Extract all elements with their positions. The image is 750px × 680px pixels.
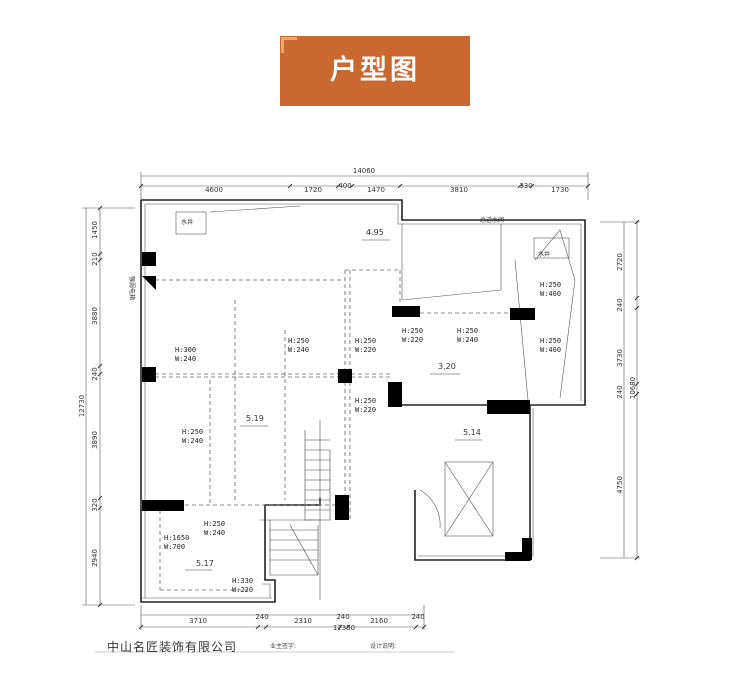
opening-4-h: H:250 bbox=[402, 327, 423, 335]
opening-3-h: H:250 bbox=[355, 337, 376, 345]
shaft-left-label: 水井 bbox=[181, 218, 193, 226]
opening-10-w: W:240 bbox=[204, 529, 225, 537]
opening-10-h: H:250 bbox=[204, 520, 225, 528]
dim-left-seg-3: 3880 bbox=[91, 307, 99, 325]
opening-8-w: W:220 bbox=[355, 406, 376, 414]
dim-top-seg-4: 1470 bbox=[367, 186, 385, 194]
dim-bottom-seg-5: 2160 bbox=[370, 617, 388, 625]
dim-top-seg-6: 330 bbox=[519, 182, 532, 190]
opening-1-h: H:300 bbox=[175, 346, 196, 354]
banner-corner-decoration bbox=[281, 37, 297, 53]
dim-left-seg-1: 1450 bbox=[91, 221, 99, 239]
opening-9-w: W:240 bbox=[182, 437, 203, 445]
dim-left-total: 12730 bbox=[78, 395, 86, 417]
company-name: 中山名匠装饰有限公司 bbox=[107, 640, 238, 654]
title-banner bbox=[280, 36, 470, 106]
designer-notes-label: 设计说明: bbox=[370, 643, 397, 650]
owner-signature-label: 业主签字: bbox=[270, 643, 297, 650]
main-valve-note: 总进水阀 bbox=[480, 216, 504, 224]
dim-left-seg-7: 2940 bbox=[91, 549, 99, 567]
opening-12-h: H:330 bbox=[232, 577, 253, 585]
opening-7-h: H:250 bbox=[540, 337, 561, 345]
electrical-box-note: 强弱电箱 bbox=[128, 276, 136, 300]
dim-bottom-seg-3: 2310 bbox=[294, 617, 312, 625]
dim-left-seg-6: 320 bbox=[91, 498, 99, 511]
opening-5-w: W:240 bbox=[457, 336, 478, 344]
dim-left-seg-2: 210 bbox=[91, 252, 99, 265]
dim-top-seg-2: 1720 bbox=[304, 186, 322, 194]
dim-right-seg-1: 2720 bbox=[616, 253, 624, 271]
opening-1-w: W:240 bbox=[175, 355, 196, 363]
elevation-bottom-left: 5.17 bbox=[196, 559, 214, 568]
dim-bottom-seg-6: 240 bbox=[411, 613, 424, 621]
dim-right-seg-3: 3730 bbox=[616, 349, 624, 367]
elevation-top: 4.95 bbox=[366, 228, 384, 237]
dim-bottom-seg-4: 240 bbox=[336, 613, 349, 621]
shaft-right-label: 水井 bbox=[538, 250, 550, 258]
dim-right-seg-2: 240 bbox=[616, 298, 624, 311]
opening-6-h: H:250 bbox=[540, 281, 561, 289]
dim-bottom-seg-1: 3710 bbox=[189, 617, 207, 625]
dim-left-seg-4: 240 bbox=[91, 367, 99, 380]
opening-3-w: W:220 bbox=[355, 346, 376, 354]
opening-4-w: W:220 bbox=[402, 336, 423, 344]
opening-11-w: W:700 bbox=[164, 543, 185, 551]
dim-right-seg-4: 240 bbox=[616, 385, 624, 398]
dim-top-seg-7: 1730 bbox=[551, 186, 569, 194]
dim-left-seg-5: 3890 bbox=[91, 431, 99, 449]
dim-top-seg-3: 400 bbox=[338, 182, 351, 190]
elevation-left: 5.19 bbox=[246, 414, 264, 423]
opening-9-h: H:250 bbox=[182, 428, 203, 436]
dim-top-seg-1: 4600 bbox=[205, 186, 223, 194]
opening-7-w: W:400 bbox=[540, 346, 561, 354]
dim-right-seg-5: 4750 bbox=[616, 476, 624, 494]
dim-top-total: 14060 bbox=[353, 167, 375, 175]
opening-2-w: W:240 bbox=[288, 346, 309, 354]
opening-11-h: H:1650 bbox=[164, 534, 189, 542]
dim-bottom-seg-2: 240 bbox=[255, 613, 268, 621]
opening-6-w: W:400 bbox=[540, 290, 561, 298]
opening-5-h: H:250 bbox=[457, 327, 478, 335]
dim-top-seg-5: 3810 bbox=[450, 186, 468, 194]
dim-bottom-total: 12350 bbox=[333, 624, 355, 632]
elevation-lower-right: 5.14 bbox=[463, 428, 481, 437]
opening-8-h: H:250 bbox=[355, 397, 376, 405]
opening-2-h: H:250 bbox=[288, 337, 309, 345]
dim-right-total: 10680 bbox=[629, 377, 637, 399]
opening-12-w: W:220 bbox=[232, 586, 253, 594]
elevation-center-right: 3.20 bbox=[438, 362, 456, 371]
page-title: 户型图 bbox=[330, 55, 420, 86]
